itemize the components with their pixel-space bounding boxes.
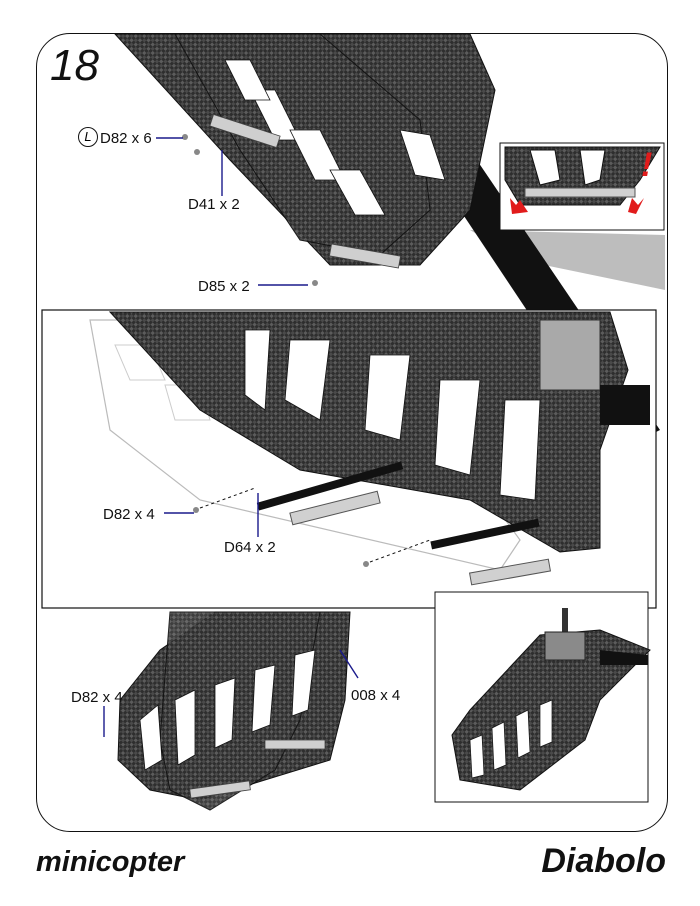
red-arrow-right (628, 198, 644, 214)
bottom-frame-inner-plate (159, 611, 321, 811)
overview-drawing (451, 608, 651, 791)
callout-frame-rods: D64 x 2 (224, 539, 276, 556)
brand-minicopter: minicopter (36, 846, 185, 878)
callout-frame-screws: D82 x 4 (103, 506, 155, 523)
top-frame-cutouts (224, 59, 446, 216)
callout-mid-spacers: D85 x 2 (198, 278, 250, 295)
step-number: 18 (50, 41, 99, 90)
brand-diabolo: Diabolo (541, 842, 666, 880)
callout-bottom-parts: 008 x 4 (351, 687, 401, 704)
bottom-frame-cutouts (139, 649, 316, 771)
leader-lines (103, 137, 359, 737)
frame-detail-drawing (89, 311, 650, 586)
top-spacers (209, 113, 401, 269)
callout-top-spacers: D41 x 2 (188, 196, 240, 213)
callout-bottom-screws: D82 x 4 (71, 689, 123, 706)
red-arrow-left (510, 198, 528, 214)
callout-top-screws: D82 x 6 (100, 130, 152, 147)
top-screws (182, 134, 318, 286)
lock-circle-icon: L (78, 127, 98, 147)
bottom-spacers (189, 739, 326, 799)
warning-mark: ! (641, 146, 653, 184)
spacer-detail-drawing (504, 146, 661, 214)
